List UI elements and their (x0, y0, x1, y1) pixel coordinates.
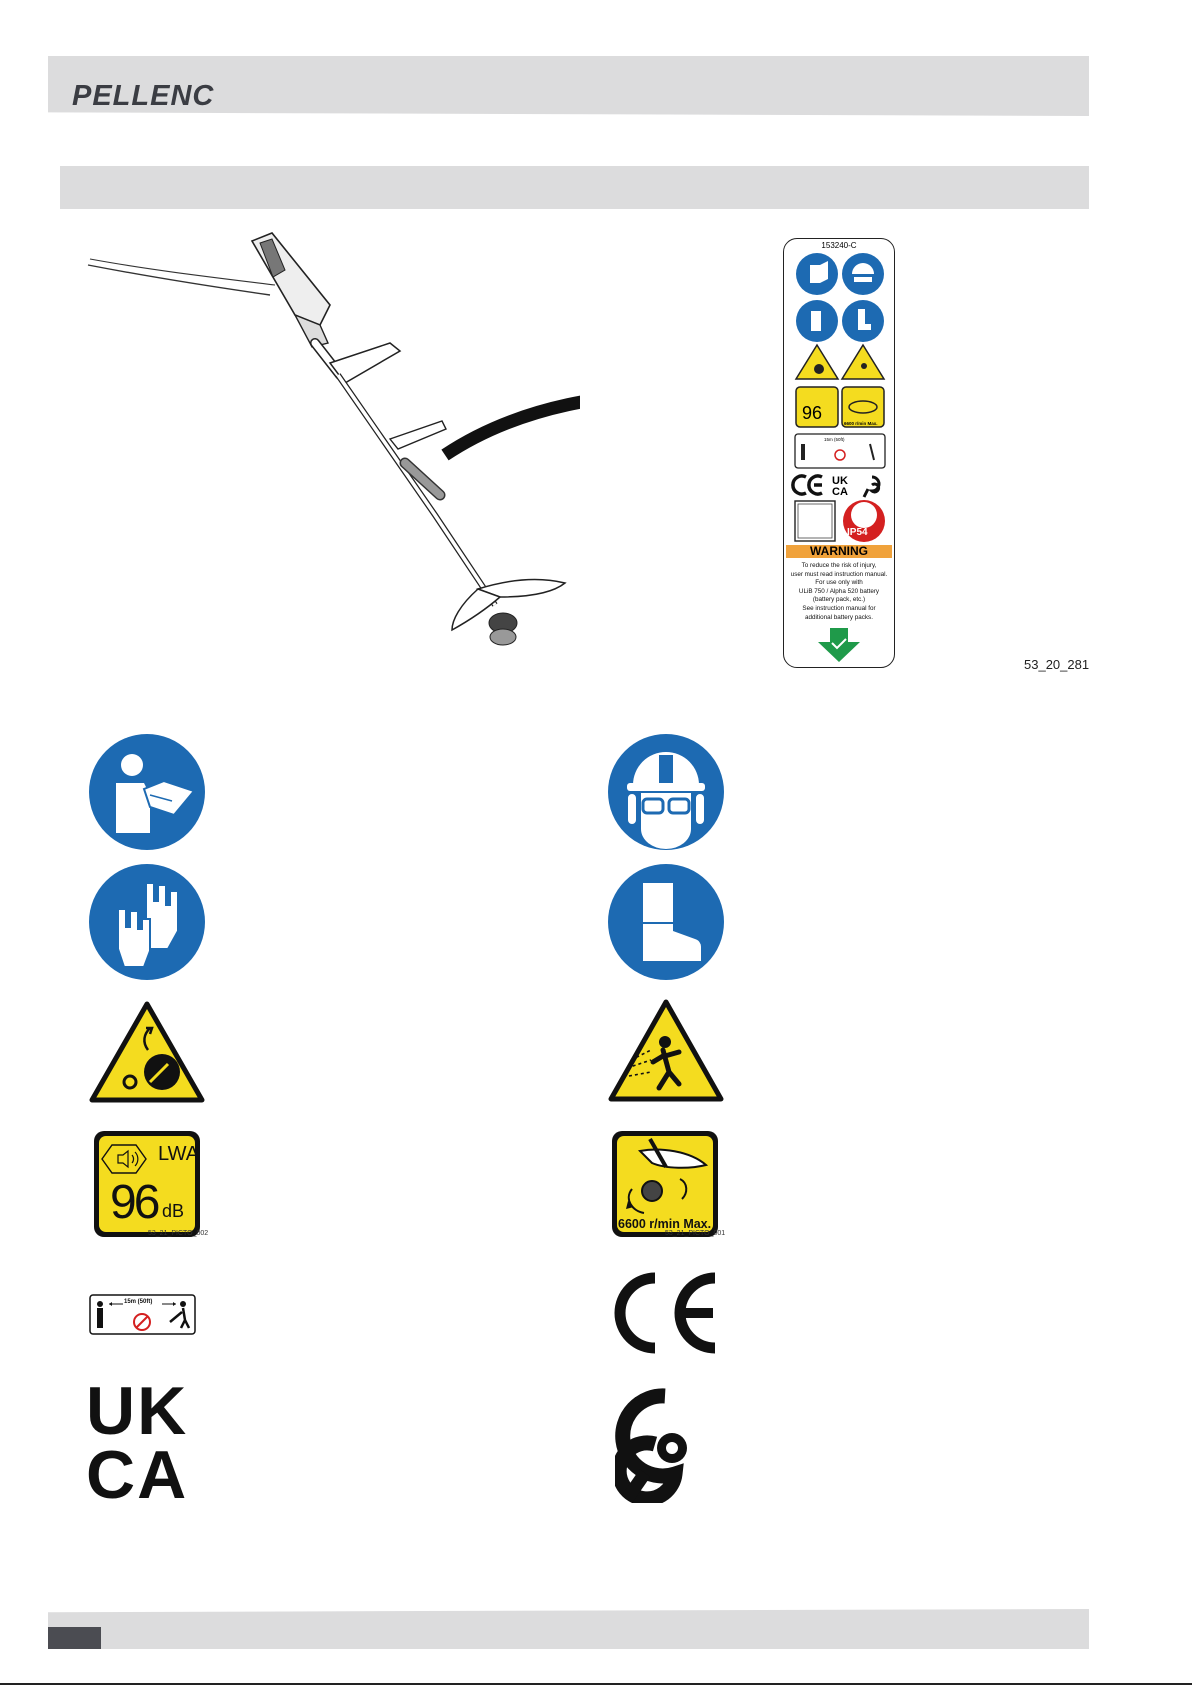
head-eye-ear-protection-icon (608, 734, 724, 850)
svg-text:UK: UK (832, 475, 848, 487)
safety-boots-icon (608, 864, 724, 980)
ce-mark-icon (614, 1272, 716, 1354)
svg-text:CA: CA (832, 486, 848, 498)
ukca-mark: UK CA (86, 1373, 206, 1513)
read-manual-icon (89, 734, 205, 850)
mini-ip: IP54 (847, 527, 868, 538)
rotating-cutter-warning-icon (89, 1001, 205, 1103)
safety-distance-sign: 15m (50ft) (89, 1294, 196, 1335)
warning-line: To reduce the risk of injury, (801, 562, 877, 569)
max-speed-text: 6600 r/min Max. (618, 1217, 712, 1231)
recycling-mark-icon (615, 1388, 687, 1503)
warning-line: (battery pack, etc.) (812, 596, 866, 604)
brand-logo: PELLENC (72, 80, 215, 112)
warning-line: For use only with (815, 579, 863, 587)
distance-frame (89, 1294, 196, 1335)
projectile-warning-icon (608, 999, 724, 1102)
page-number-box (48, 1627, 101, 1649)
label-arrow-down-icon (818, 628, 860, 662)
label-icons: 96 6600 r/min Max. 15m (50ft) UK CA IP54 (791, 253, 886, 542)
figure-reference: 53_20_281 (1024, 657, 1090, 672)
sound-level-value: 96 (110, 1176, 160, 1229)
label-warning-text: To reduce the risk of injury, user must … (786, 562, 892, 622)
section-title-bar (60, 166, 1089, 209)
trimmer-illustration (87, 232, 580, 646)
sound-level-unit: dB (162, 1201, 185, 1221)
ukca-top: UK (86, 1373, 189, 1449)
sound-level-frame (94, 1131, 200, 1237)
sound-pictogram-code: 53_21_PICTO_002 (148, 1230, 209, 1237)
mini-sound-value: 96 (802, 403, 822, 423)
safety-label: 153240-C 96 6600 r/min Max. 15m (50ft) U… (783, 238, 895, 668)
warning-line: additional battery packs. (805, 613, 873, 621)
label-warning-title: WARNING (786, 545, 892, 558)
sound-power-level-sign: LWA 96 dB (92, 1129, 202, 1239)
mini-distance: 15m (50ft) (824, 437, 845, 442)
warning-line: ULiB 750 / Alpha 520 battery (798, 587, 880, 595)
label-code: 153240-C (821, 241, 857, 250)
bottom-rule (0, 1683, 1192, 1685)
footer-band (48, 1609, 1089, 1649)
mini-speed: 6600 r/min Max. (844, 421, 878, 426)
sound-lwa: LWA (158, 1143, 200, 1165)
speed-frame (612, 1131, 718, 1237)
gloves-icon (89, 864, 205, 980)
header-band (48, 56, 1089, 116)
warning-line: user must read instruction manual. (790, 570, 888, 578)
warning-line: See instruction manual for (802, 604, 876, 612)
distance-text: 15m (50ft) (124, 1299, 153, 1305)
speed-pictogram-code: 53_21_PICTO_001 (665, 1230, 726, 1237)
ukca-bottom: CA (86, 1437, 189, 1513)
max-speed-sign: 6600 r/min Max. (610, 1129, 720, 1239)
